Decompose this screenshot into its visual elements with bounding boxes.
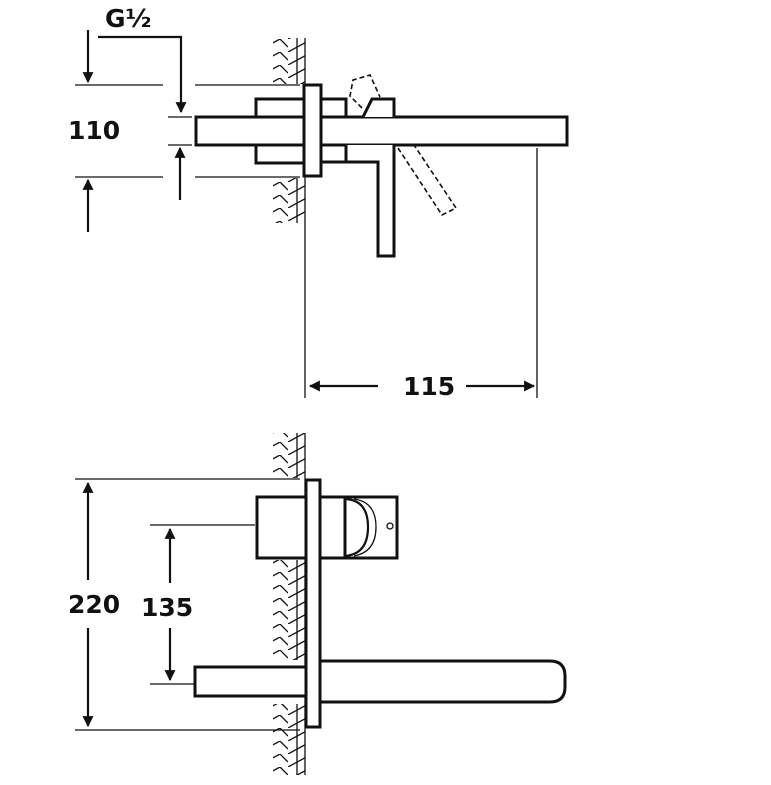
dimension-135: 135 — [141, 524, 255, 685]
faucet-front — [193, 478, 567, 729]
front-view: 220 135 — [68, 433, 567, 775]
faucet-side — [194, 74, 569, 258]
spout-bar — [194, 115, 569, 147]
spout — [318, 659, 567, 704]
wall-hatch — [273, 38, 305, 223]
height-110-label: 110 — [68, 116, 120, 145]
mixer-body — [255, 495, 308, 560]
height-135-label: 135 — [141, 593, 193, 622]
supply-pipe — [193, 665, 308, 698]
projection-115-label: 115 — [403, 372, 455, 401]
height-220-label: 220 — [68, 590, 120, 619]
handle — [361, 97, 396, 118]
dimension-110: 110 — [68, 30, 300, 232]
wall-hatch — [273, 433, 305, 775]
handle-alt-position — [349, 74, 381, 109]
indicator-dot — [386, 522, 394, 530]
side-view: 110 G½ 115 — [68, 4, 569, 401]
handle — [343, 495, 399, 560]
dimension-115: 115 — [308, 148, 538, 401]
thread-label: G½ — [105, 4, 151, 33]
wall-plate — [304, 478, 322, 729]
dimension-220: 220 — [68, 478, 300, 731]
wall-plate — [302, 83, 323, 178]
thread-callout: G½ — [98, 4, 187, 114]
lever-alt-position — [397, 144, 458, 217]
lever — [344, 145, 396, 258]
